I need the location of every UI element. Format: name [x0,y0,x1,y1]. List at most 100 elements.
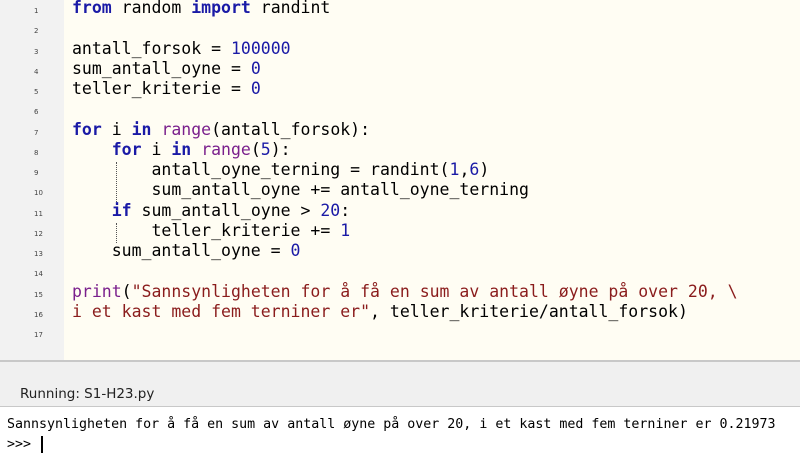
code-token: 1 [449,160,460,179]
code-token: range [161,119,212,139]
code-text[interactable]: teller_kriterie = 0 [72,79,261,99]
code-line[interactable]: 4 sum_antall_oyne = 0 [0,59,800,81]
code-line[interactable]: 13 sum_antall_oyne = 0 [0,241,800,263]
code-token: : [340,200,351,220]
code-line[interactable]: 8 for i in range(5): [0,140,800,162]
code-token: 6 [469,160,480,179]
code-line[interactable]: 7 for i in range(antall_forsok): [0,120,800,142]
line-number: 17 [34,331,43,339]
line-number-gutter [0,0,64,360]
code-text[interactable]: from random import randint [72,0,330,18]
shell-tab[interactable]: Running: S1-H23.py [0,362,800,407]
code-line[interactable]: 16 i et kast med fem terniner er", teller… [0,302,800,324]
line-number: 13 [34,250,43,258]
code-token: i [101,119,132,139]
code-editor[interactable]: 1 from random import randint 2 3 antall_fors… [0,0,800,360]
code-token [191,140,201,159]
line-number: 4 [34,67,39,76]
text-cursor [41,436,43,453]
code-token: "Sannsynligheten for å få en sum av anta… [131,281,738,301]
code-token: , [459,160,470,179]
code-token: sum_antall_oyne > [131,200,321,220]
code-line[interactable]: 5 teller_kriterie = 0 [0,79,800,101]
code-token: 20 [320,200,341,220]
code-token [152,120,162,139]
code-line[interactable]: 14 [0,263,800,283]
code-token: i [141,139,172,159]
shell-console[interactable]: Sannsynligheten for å få en sum av antal… [0,407,800,460]
line-number: 12 [34,229,43,238]
line-number: 14 [34,270,43,279]
code-line[interactable]: 1 from random import randint [0,0,800,20]
code-line[interactable]: 15 print("Sannsynligheten for å få en sum… [0,282,800,304]
indent-guide [116,162,117,202]
code-line[interactable]: 2 [0,20,800,40]
code-text[interactable]: i et kast med fem terniner er", teller_k… [72,302,688,322]
code-token [72,201,112,220]
code-text[interactable]: print("Sannsynligheten for å få en sum a… [72,282,738,302]
code-line[interactable]: 9 antall_oyne_terning = randint(1,6) [0,160,800,182]
code-token: sum_antall_oyne = [72,58,251,78]
pane-divider[interactable] [0,360,800,362]
line-number: 3 [34,47,39,56]
code-text[interactable]: for i in range(antall_forsok): [72,120,370,140]
line-number: 1 [34,7,39,15]
code-token: randint [250,0,331,17]
code-line[interactable]: 3 antall_forsok = 100000 [0,39,800,61]
code-token: sum_antall_oyne += antall_oyne_terning [72,180,529,200]
indent-guide [116,223,117,243]
code-token: (antall_forsok): [211,119,371,139]
code-line[interactable]: 11 if sum_antall_oyne > 20: [0,201,800,223]
code-token: random [111,0,192,17]
code-token: ) [479,160,490,179]
code-token [72,140,112,159]
code-line[interactable]: 6 [0,101,800,121]
code-token: ( [250,139,261,159]
code-token: sum_antall_oyne = [72,241,291,260]
line-number: 2 [34,27,39,36]
code-token: antall_oyne_terning = randint( [72,160,450,179]
code-area[interactable] [64,0,800,360]
code-text[interactable]: if sum_antall_oyne > 20: [72,201,350,221]
code-token: 100000 [230,38,291,58]
line-number: 5 [34,88,39,96]
line-number: 16 [34,310,43,319]
code-line[interactable]: 17 [0,324,800,344]
code-text[interactable]: for i in range(5): [72,140,291,160]
code-token: range [201,139,251,159]
code-token: 0 [250,79,261,98]
code-token: 5 [260,139,271,159]
code-token: print [72,281,122,301]
code-text[interactable]: antall_forsok = 100000 [72,39,291,59]
shell-tab-label: Running: S1-H23.py [20,386,155,402]
shell-prompt[interactable]: >>> [7,437,40,452]
code-token: in [131,119,152,139]
code-text[interactable]: antall_oyne_terning = randint(1,6) [72,160,489,180]
code-token: for [111,139,142,159]
line-number: 7 [34,128,39,137]
code-text[interactable]: sum_antall_oyne = 0 [72,241,301,261]
code-line[interactable]: 12 teller_kriterie += 1 [0,221,800,243]
line-number: 8 [34,148,39,157]
code-token: 0 [290,241,301,260]
code-token: i et kast med fem terniner er" [72,301,371,321]
code-token: in [171,139,192,159]
code-token: ( [121,281,132,301]
shell-output: Sannsynligheten for å få en sum av antal… [7,417,776,432]
code-token: , teller_kriterie/antall_forsok) [370,301,688,321]
code-line[interactable]: 10 sum_antall_oyne += antall_oyne_ternin… [0,180,800,202]
code-token: import [191,0,251,17]
code-token: 1 [340,220,351,240]
code-text[interactable]: teller_kriterie += 1 [72,221,350,241]
code-token: 0 [250,58,261,78]
code-text[interactable]: sum_antall_oyne += antall_oyne_terning [72,180,529,200]
line-number: 10 [34,189,43,198]
code-token: teller_kriterie += [72,220,341,240]
code-token: teller_kriterie = [72,79,251,98]
code-token: ): [270,139,291,159]
code-text[interactable]: sum_antall_oyne = 0 [72,59,261,79]
code-token: from [72,0,112,17]
line-number: 15 [34,290,43,299]
line-number: 11 [34,209,43,218]
code-token: if [111,200,132,220]
